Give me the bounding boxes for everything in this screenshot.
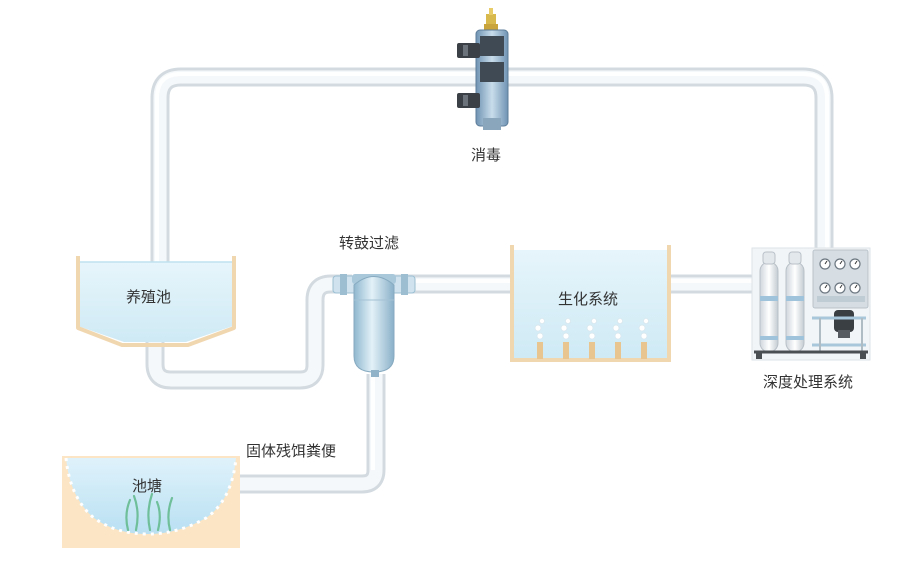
breeding-pond-label: 养殖池 — [126, 288, 172, 306]
seaweed-icon — [125, 492, 174, 532]
pipe-network — [145, 67, 834, 494]
breeding-pond-tank — [76, 256, 236, 347]
solid-waste-label: 固体残饵粪便 — [246, 442, 337, 460]
drum-filter-unit — [332, 274, 416, 377]
advanced-treatment-equipment — [751, 247, 871, 361]
pipe-filter-waste — [238, 374, 386, 494]
bio-system-tank — [510, 245, 671, 362]
advanced-treatment-label: 深度处理系统 — [763, 373, 854, 391]
outdoor-pond — [62, 456, 240, 548]
fish-pond-label: 池塘 — [132, 477, 163, 495]
uv-disinfection-unit — [457, 8, 509, 130]
bio-system-label: 生化系统 — [558, 290, 619, 308]
disinfection-label: 消毒 — [471, 146, 502, 164]
drum-filter-label: 转鼓过滤 — [339, 234, 400, 252]
aerator-set — [534, 317, 649, 359]
